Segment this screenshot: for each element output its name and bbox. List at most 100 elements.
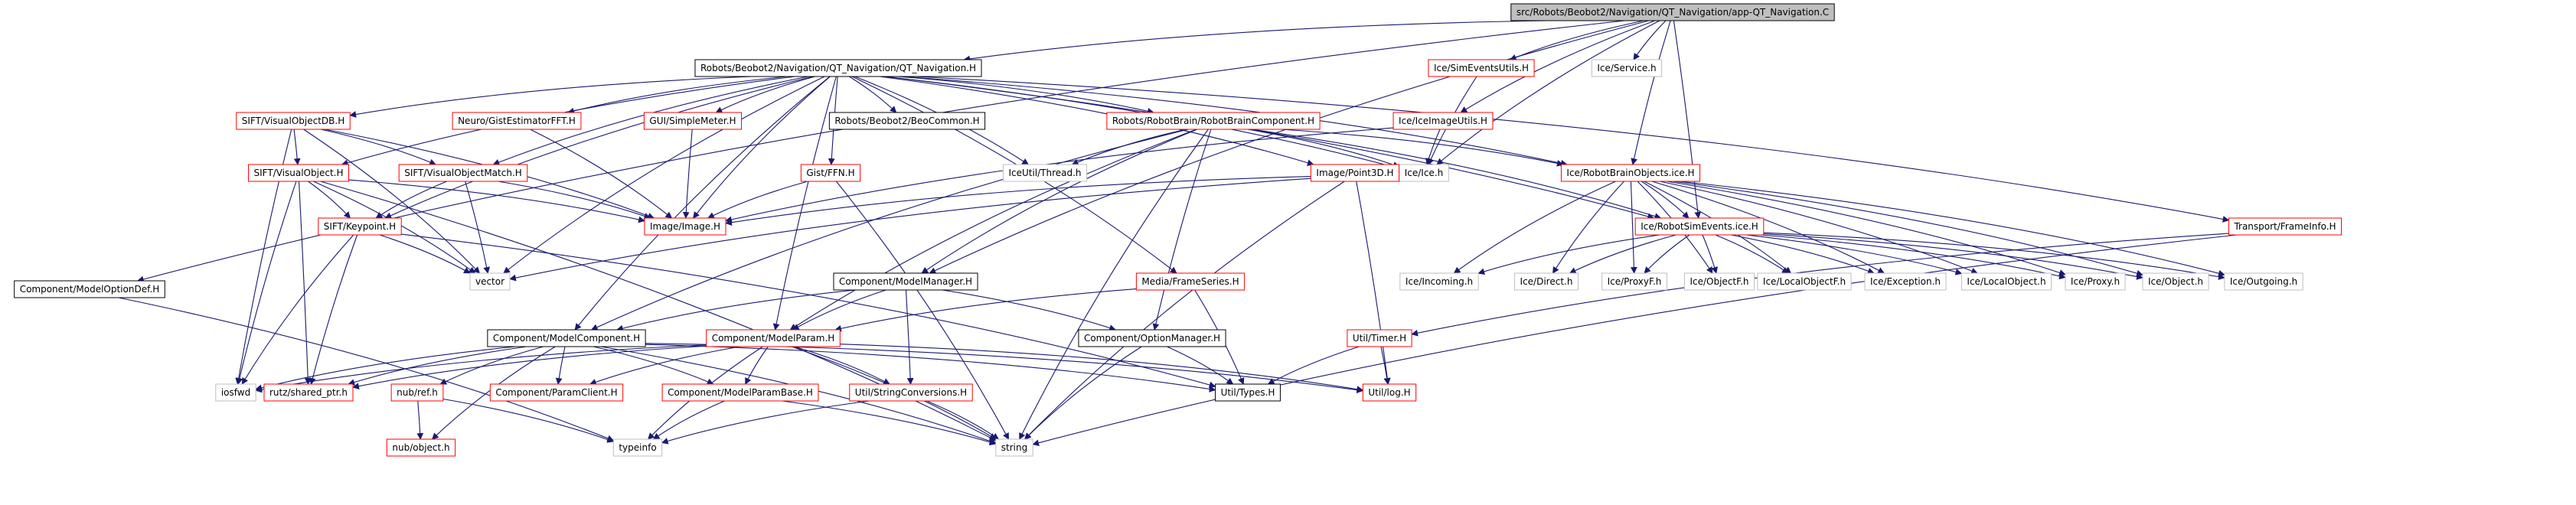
- node-ice-outgoing-h[interactable]: Ice/Outgoing.h: [2224, 272, 2303, 291]
- node-label: SIFT/VisualObjectMatch.H: [404, 168, 522, 178]
- edge-n7-to-n12: [293, 129, 301, 165]
- node-ice-localobject-h[interactable]: Ice/LocalObject.h: [1961, 272, 2052, 291]
- node-ice-iceimageutils-h[interactable]: Ice/IceImageUtils.H: [1392, 112, 1494, 130]
- edge-n0-to-n5: [1436, 20, 1660, 165]
- edge-n36-to-n42: [589, 346, 740, 386]
- node-sift-keypoint-h[interactable]: SIFT/Keypoint.H: [318, 217, 402, 236]
- node-sift-visualobject-h[interactable]: SIFT/VisualObject.H: [248, 164, 349, 182]
- node-box: [2228, 217, 2343, 236]
- node-label: GUI/SimpleMeter.H: [649, 116, 736, 126]
- edge-n17-to-n25: [1453, 181, 1616, 274]
- node-label: Component/ModelOptionDef.H: [20, 284, 160, 295]
- node-sift-visualobjectdb-h[interactable]: SIFT/VisualObjectDB.H: [236, 112, 351, 130]
- node-component-modelparambase-h[interactable]: Component/ModelParamBase.H: [661, 383, 819, 402]
- node-ice-service-h[interactable]: Ice/Service.h: [1591, 59, 1663, 77]
- node-component-modelcomponent-h[interactable]: Component/ModelComponent.H: [487, 329, 646, 347]
- node-label: SIFT/Keypoint.H: [324, 221, 396, 232]
- node-box: [1757, 272, 1852, 291]
- node-rutz-shared-ptr-h[interactable]: rutz/shared_ptr.h: [263, 383, 354, 402]
- node-typeinfo[interactable]: typeinfo: [612, 438, 663, 457]
- node-component-optionmanager-h[interactable]: Component/OptionManager.H: [1078, 329, 1226, 347]
- node-util-log-h[interactable]: Util/log.H: [1362, 383, 1417, 402]
- node-util-timer-h[interactable]: Util/Timer.H: [1347, 329, 1412, 347]
- node-image-image-h[interactable]: Image/Image.H: [644, 217, 726, 236]
- edge-n23-to-n44: [905, 289, 914, 385]
- node-ice-simeventsutils-h[interactable]: Ice/SimEventsUtils.H: [1428, 59, 1535, 77]
- node-box: [386, 438, 456, 457]
- node-transport-frameinfo-h[interactable]: Transport/FrameInfo.H: [2228, 217, 2343, 236]
- node-ice-incoming-h[interactable]: Ice/Incoming.h: [1399, 272, 1479, 291]
- node-ice-robotbrainobjects-ice-h[interactable]: Ice/RobotBrainObjects.ice.H: [1560, 164, 1701, 182]
- node-ice-proxy-h[interactable]: Ice/Proxy.h: [2065, 272, 2126, 291]
- node-ice-ice-h[interactable]: Ice/Ice.h: [1399, 164, 1449, 182]
- node-vector[interactable]: vector: [469, 272, 511, 291]
- edge-n17-to-n30: [1651, 181, 1885, 274]
- node-box: [2224, 272, 2303, 291]
- edge-n35-to-n42: [555, 346, 566, 385]
- node-ice-localobjectf-h[interactable]: Ice/LocalObjectF.h: [1757, 272, 1852, 291]
- node-component-modeloptiondef-h[interactable]: Component/ModelOptionDef.H: [14, 280, 165, 298]
- node-ice-objectf-h[interactable]: Ice/ObjectF.h: [1683, 272, 1755, 291]
- node-nub-object-h[interactable]: nub/object.h: [386, 438, 456, 457]
- edge-n1-to-n10: [849, 76, 897, 113]
- edge-n16-to-n49: [1024, 181, 1345, 440]
- node-layer: src/Robots/Beobot2/Navigation/QT_Navigat…: [14, 3, 2343, 457]
- node-label: Ice/IceImageUtils.H: [1399, 116, 1487, 126]
- node-gui-simplemeter-h[interactable]: GUI/SimpleMeter.H: [643, 112, 743, 130]
- node-label: Transport/FrameInfo.H: [2233, 221, 2336, 232]
- edge-n38-to-n46: [1380, 346, 1391, 385]
- node-iosfwd[interactable]: iosfwd: [215, 383, 256, 402]
- node-box: [1399, 272, 1479, 291]
- edge-n23-to-n35: [616, 289, 856, 332]
- node-label: Ice/Direct.h: [1520, 276, 1573, 287]
- edge-n19-to-n39: [241, 234, 354, 385]
- edge-n7-to-n22: [303, 129, 481, 274]
- node-neuro-gistestimatorfft-h[interactable]: Neuro/GistEstimatorFFT.H: [452, 112, 582, 130]
- edge-n12-to-n19: [308, 181, 351, 219]
- edge-n20-to-n27: [1644, 234, 1690, 274]
- node-image-point3d-h[interactable]: Image/Point3D.H: [1310, 164, 1400, 182]
- node-iceutil-thread-h[interactable]: IceUtil/Thread.h: [1002, 164, 1088, 182]
- node-box: [215, 383, 256, 402]
- node-ice-exception-h[interactable]: Ice/Exception.h: [1864, 272, 1947, 291]
- edge-n20-to-n31: [1746, 234, 1963, 275]
- edge-n20-to-n26: [1569, 234, 1677, 274]
- node-label: string: [1001, 442, 1027, 453]
- edge-n41-to-n48: [442, 398, 615, 443]
- node-component-paramclient-h[interactable]: Component/ParamClient.H: [489, 383, 624, 402]
- node-box: [1560, 164, 1701, 182]
- node-gist-ffn-h[interactable]: Gist/FFN.H: [800, 164, 861, 182]
- node-label: SIFT/VisualObjectDB.H: [242, 116, 344, 126]
- node-robots-robotbrain-robotbraincomponent-h[interactable]: Robots/RobotBrain/RobotBrainComponent.H: [1106, 112, 1321, 130]
- node-media-frameseries-h[interactable]: Media/FrameSeries.H: [1135, 272, 1246, 291]
- node-robots-beobot2-beocommon-h[interactable]: Robots/Beobot2/BeoCommon.H: [828, 112, 986, 130]
- node-src-robots-beobot2-navigation-qt-navigation-app-qt-navigation-c[interactable]: src/Robots/Beobot2/Navigation/QT_Navigat…: [1510, 3, 1835, 21]
- node-label: Robots/Beobot2/Navigation/QT_Navigation/…: [700, 63, 976, 73]
- node-box: [1002, 164, 1088, 182]
- edge-n1-to-n20: [883, 76, 1655, 220]
- node-robots-beobot2-navigation-qt-navigation-qt-navigation-h[interactable]: Robots/Beobot2/Navigation/QT_Navigation/…: [694, 59, 982, 77]
- node-label: Ice/Service.h: [1597, 63, 1656, 73]
- node-label: Ice/Exception.h: [1870, 276, 1941, 287]
- node-ice-object-h[interactable]: Ice/Object.h: [2142, 272, 2209, 291]
- edge-n17-to-n26: [1552, 181, 1624, 274]
- node-box: [1514, 272, 1579, 291]
- node-string[interactable]: string: [995, 438, 1033, 457]
- node-util-stringconversions-h[interactable]: Util/StringConversions.H: [849, 383, 973, 402]
- node-sift-visualobjectmatch-h[interactable]: SIFT/VisualObjectMatch.H: [398, 164, 528, 182]
- node-label: Component/ModelParamBase.H: [668, 387, 813, 398]
- node-nub-ref-h[interactable]: nub/ref.h: [390, 383, 444, 402]
- node-ice-proxyf-h[interactable]: Ice/ProxyF.h: [1601, 272, 1667, 291]
- node-box: [995, 438, 1033, 457]
- node-ice-direct-h[interactable]: Ice/Direct.h: [1514, 272, 1579, 291]
- node-util-types-h[interactable]: Util/Types.H: [1215, 383, 1281, 402]
- node-ice-robotsimevents-ice-h[interactable]: Ice/RobotSimEvents.ice.H: [1634, 217, 1765, 236]
- edge-n36-to-n46: [840, 344, 1364, 393]
- node-label: Image/Point3D.H: [1316, 168, 1393, 178]
- node-component-modelmanager-h[interactable]: Component/ModelManager.H: [833, 272, 978, 291]
- edge-n21-to-n49: [1032, 234, 2237, 447]
- node-label: Component/OptionManager.H: [1084, 333, 1220, 344]
- edge-n19-to-n22: [379, 234, 471, 274]
- node-component-modelparam-h[interactable]: Component/ModelParam.H: [706, 329, 841, 347]
- edge-n11-to-n37: [1152, 129, 1212, 331]
